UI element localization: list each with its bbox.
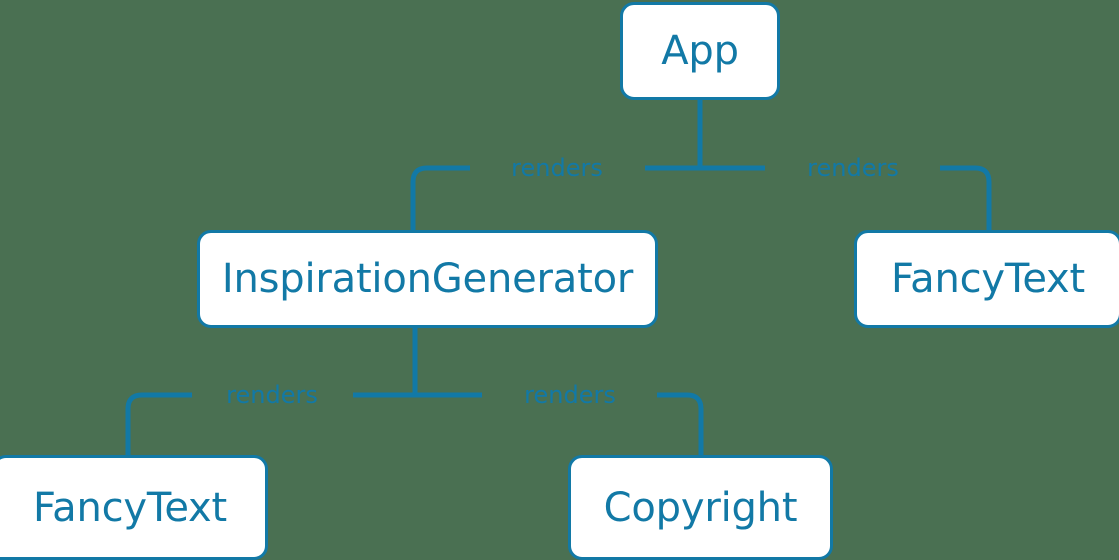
node-app-label: App bbox=[661, 28, 739, 74]
node-fancytext-right-label: FancyText bbox=[891, 256, 1085, 302]
node-inspirationgenerator[interactable]: InspirationGenerator bbox=[197, 230, 658, 328]
node-fancytext-bottom[interactable]: FancyText bbox=[0, 455, 268, 560]
edge-label-inspirationgenerator-to-copyright: renders bbox=[524, 381, 616, 409]
edge-label-inspirationgenerator-to-fancytext: renders bbox=[226, 381, 318, 409]
node-fancytext-right[interactable]: FancyText bbox=[854, 230, 1119, 328]
node-inspirationgenerator-label: InspirationGenerator bbox=[221, 256, 634, 302]
edge-label-app-to-fancytext: renders bbox=[807, 154, 899, 182]
edge-insp-copyright-right bbox=[657, 392, 704, 455]
edge-label-app-to-inspirationgenerator: renders bbox=[511, 154, 603, 182]
edge-app-inspiration-right bbox=[410, 165, 470, 230]
edge-app-fancytext-right bbox=[940, 165, 992, 230]
node-copyright[interactable]: Copyright bbox=[568, 455, 833, 560]
edge-insp-fancytext-right bbox=[125, 392, 192, 455]
node-copyright-label: Copyright bbox=[603, 484, 798, 531]
node-fancytext-bottom-label: FancyText bbox=[33, 484, 227, 531]
node-app[interactable]: App bbox=[620, 2, 780, 100]
